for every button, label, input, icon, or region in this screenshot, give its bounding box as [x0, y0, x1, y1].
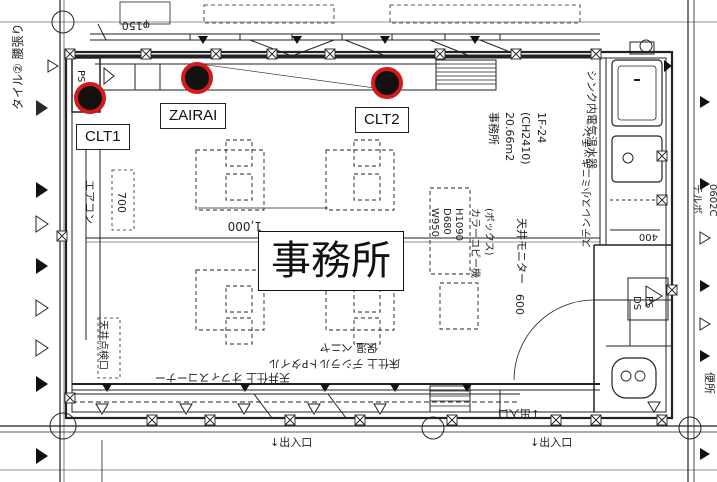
marker-label-clt1: CLT1: [76, 124, 130, 150]
dim-1000: 1,000: [228, 219, 262, 233]
wall-box: [64, 392, 76, 404]
dim-600: 600: [513, 294, 526, 315]
sink-note: ステンレス小ミニキッチン: [581, 128, 593, 248]
sensor-marker-clt2: [371, 67, 403, 99]
copier-line-1: W950: [429, 208, 440, 237]
exit-left-note: ↓出入口: [270, 435, 312, 449]
ds-label: DS: [631, 296, 642, 310]
wall-box: [284, 414, 296, 426]
wall-box: [590, 414, 602, 426]
copier-line-3: H1090: [453, 208, 464, 241]
wall-box: [210, 48, 222, 60]
room-title: 事務所: [258, 231, 404, 291]
wall-box: [434, 48, 446, 60]
wall-box: [446, 414, 458, 426]
wall-box: [656, 150, 668, 162]
copier-line-5: (ボックス): [483, 208, 495, 256]
wall-box: [354, 414, 366, 426]
top-dim-note: φ150: [122, 19, 150, 32]
ps-label: PS: [643, 296, 654, 308]
ps-top-label: PS: [75, 70, 86, 82]
left-side-note: タイル② 腰張り: [11, 23, 25, 110]
dim-400: 400: [639, 231, 658, 242]
marker-label-zairai: ZAIRAI: [160, 103, 227, 129]
bottom-note: 床仕上 デシラルトPタイル: [269, 357, 400, 371]
sensor-marker-clt1: [74, 82, 106, 114]
room-spec-line-3: (CH2410): [519, 112, 532, 165]
wall-box: [510, 48, 522, 60]
room-spec-line-2: 20.66m2: [503, 112, 516, 161]
ceiling-monitor-note: 天井モニター: [515, 218, 529, 284]
spec-right-note: 0602C: [707, 184, 717, 216]
kitchen-label: シンク内電気温水器: [585, 70, 599, 169]
tel-note: テルボ: [691, 184, 703, 214]
room-spec-line-1: 事務所: [487, 112, 501, 145]
wall-note: 天井仕上 オフィスコーナー: [155, 371, 290, 385]
wall-box: [550, 414, 562, 426]
aircon-note: エアコン: [83, 180, 96, 224]
wall-box: [64, 48, 76, 60]
wall-box: [590, 48, 602, 60]
wall-box: [656, 194, 668, 206]
exit-right-note: ↓出入口: [498, 407, 540, 421]
copier-line-4: カラーコピー機: [469, 208, 482, 278]
wall-box: [666, 284, 678, 296]
toilet-note: 便所: [703, 372, 716, 394]
dim-700: 700: [115, 192, 128, 213]
room-spec-line-4: 1F-24: [535, 112, 548, 143]
wall-box: [656, 414, 668, 426]
exit-mid-note: ↓出入口: [530, 435, 572, 449]
wall-box: [324, 48, 336, 60]
wall-box: [140, 48, 152, 60]
bottom-note-2: 保温 ベニヤ: [320, 341, 379, 355]
ceiling-inspection-note: 天井点検口: [97, 320, 110, 370]
wall-box: [266, 48, 278, 60]
wall-box: [204, 414, 216, 426]
copier-line-2: D680: [441, 208, 452, 235]
wall-box: [146, 414, 158, 426]
sensor-marker-zairai: [181, 62, 213, 94]
wall-box: [56, 230, 68, 242]
marker-label-clt2: CLT2: [355, 107, 409, 133]
